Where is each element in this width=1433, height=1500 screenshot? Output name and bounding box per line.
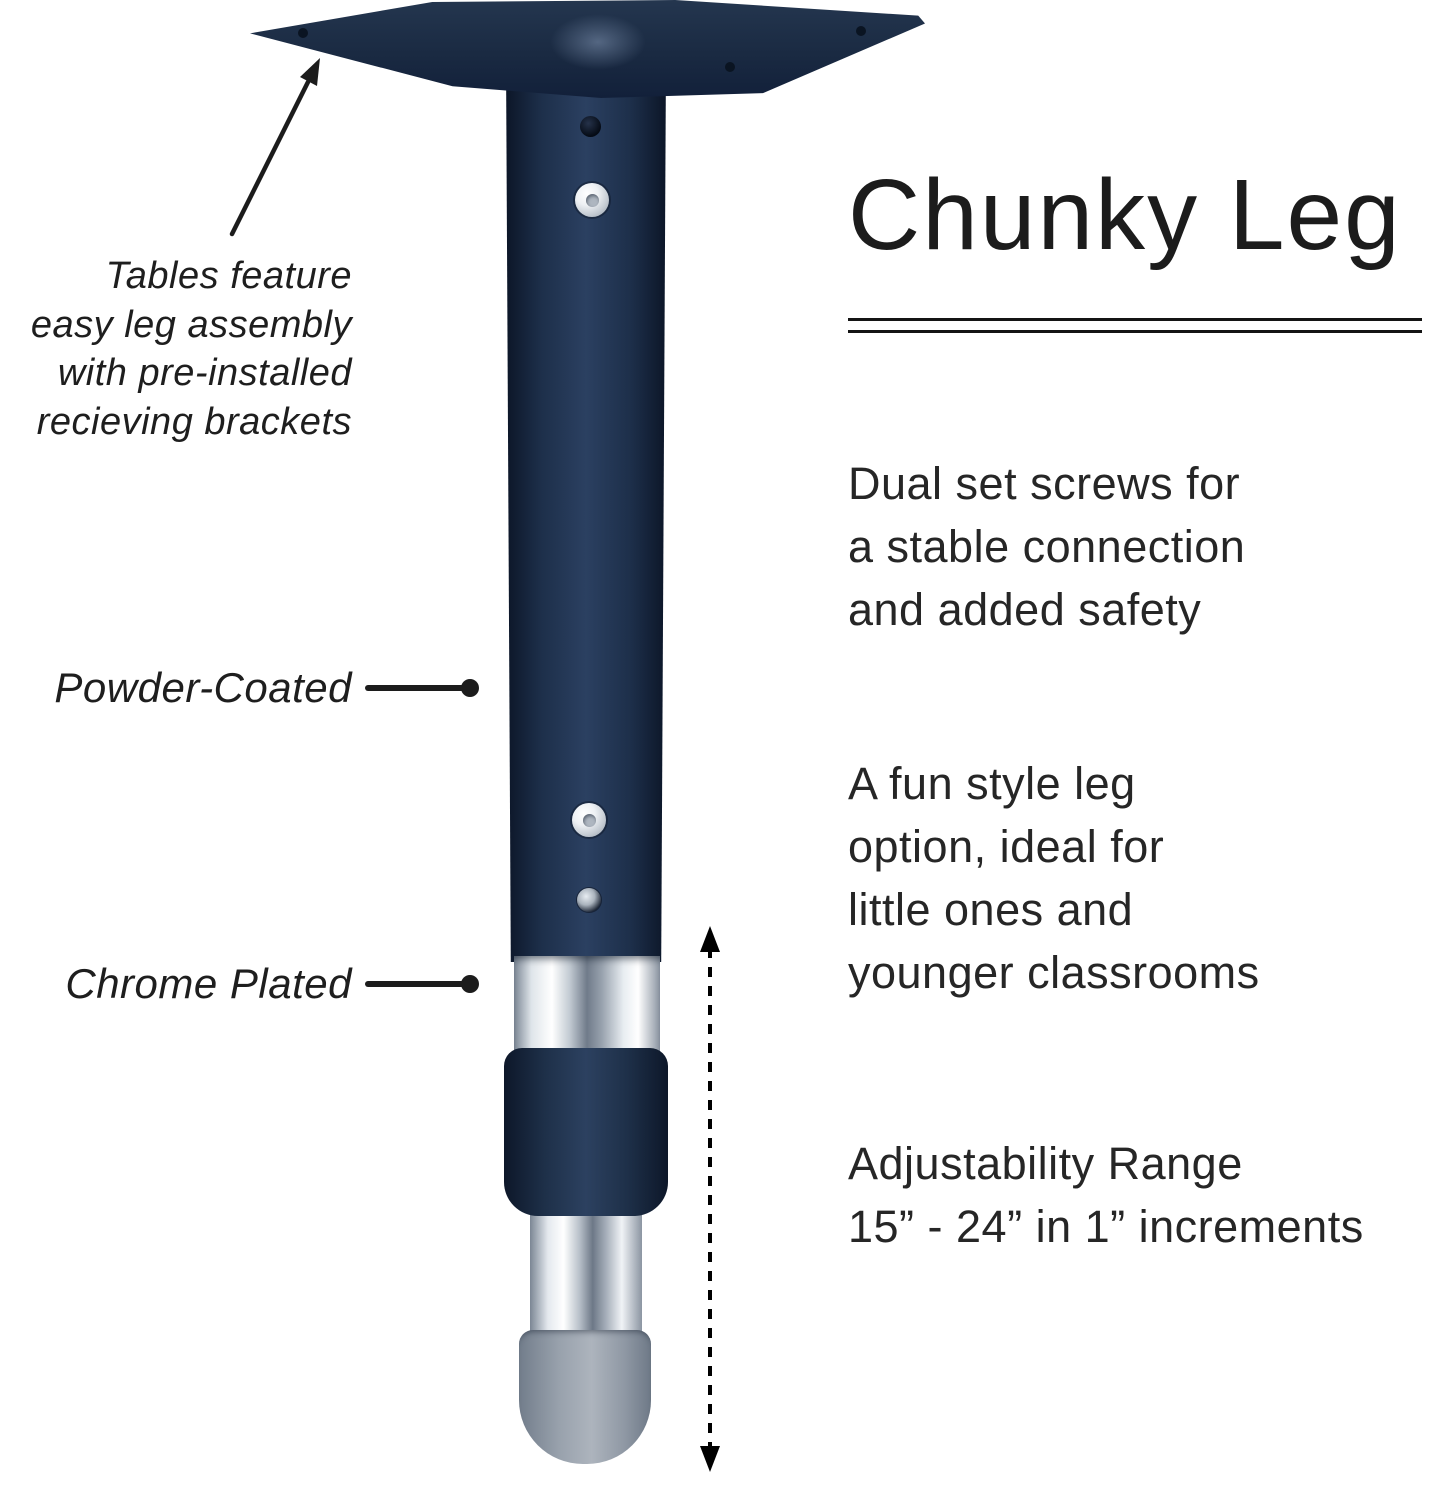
powder-coated-label: Powder-Coated bbox=[54, 664, 352, 711]
adjustment-collar bbox=[504, 1048, 668, 1216]
plate-screw-hole bbox=[725, 62, 735, 72]
plate-screw-hole bbox=[856, 26, 866, 36]
feature-dual-set-screws: Dual set screws for a stable connection … bbox=[848, 458, 1246, 635]
plate-screw-hole bbox=[298, 28, 308, 38]
foot-cap bbox=[519, 1330, 651, 1464]
set-screw-lower bbox=[572, 803, 606, 837]
powder-pointer-dot-icon bbox=[461, 679, 479, 697]
screw-hole-upper bbox=[580, 116, 601, 137]
assembly-note: Tables feature easy leg assembly with pr… bbox=[30, 255, 352, 443]
chrome-sleeve bbox=[514, 956, 660, 1058]
set-screw-upper bbox=[575, 183, 609, 217]
assembly-arrow-line bbox=[229, 79, 311, 237]
feature-adjustability-range: Adjustability Range 15” - 24” in 1” incr… bbox=[848, 1138, 1364, 1252]
feature-fun-style-leg: A fun style leg option, ideal for little… bbox=[848, 758, 1260, 998]
screw-hole-lower bbox=[577, 888, 601, 912]
title-divider bbox=[848, 318, 1422, 333]
table-mount-plate bbox=[250, 0, 925, 98]
plate-weld-mark bbox=[550, 14, 646, 70]
chrome-pointer-dot-icon bbox=[461, 975, 479, 993]
chrome-extension-tube bbox=[530, 1212, 642, 1344]
adjustability-arrow-up-icon bbox=[700, 926, 720, 952]
adjustability-arrow-down-icon bbox=[700, 1446, 720, 1472]
chrome-plated-label: Chrome Plated bbox=[65, 960, 352, 1007]
assembly-arrowhead-icon bbox=[300, 58, 320, 86]
page-title: Chunky Leg bbox=[848, 159, 1402, 271]
